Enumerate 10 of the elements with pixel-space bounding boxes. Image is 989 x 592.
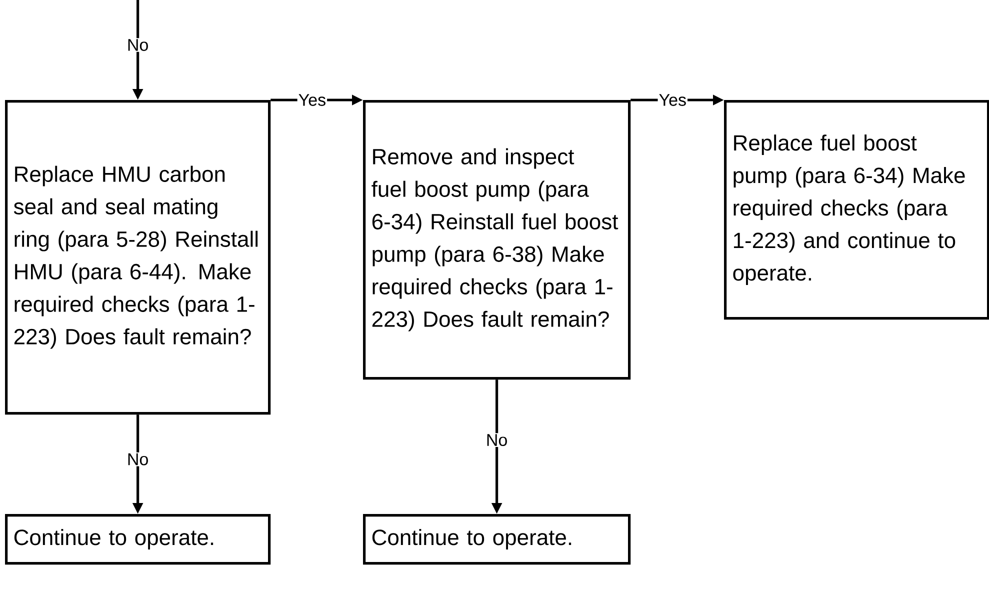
edge-label: Yes (298, 94, 326, 106)
edge-label: No (128, 453, 148, 466)
terminal-box: Continue to operate. (5, 514, 271, 565)
terminal-box: Continue to operate. (363, 514, 631, 565)
edge-label: No (487, 434, 507, 446)
edge-label: Yes (659, 94, 686, 106)
process-box: Replace fuel boost pump (para 6-34) Make required checks (para 1-223) and continue to operate. (724, 100, 989, 320)
edge-label: No (128, 39, 148, 51)
process-box: Replace HMU carbon seal and seal mating ring (para 5-28) Reinstall HMU (para 6-44). Make required checks (para 1-223) Does fault remain? (5, 100, 271, 415)
process-box: Remove and inspect fuel boost pump (para 6-34) Reinstall fuel boost pump (para 6-38) Make required checks (para 1-223) Does fault remain? (363, 100, 631, 380)
